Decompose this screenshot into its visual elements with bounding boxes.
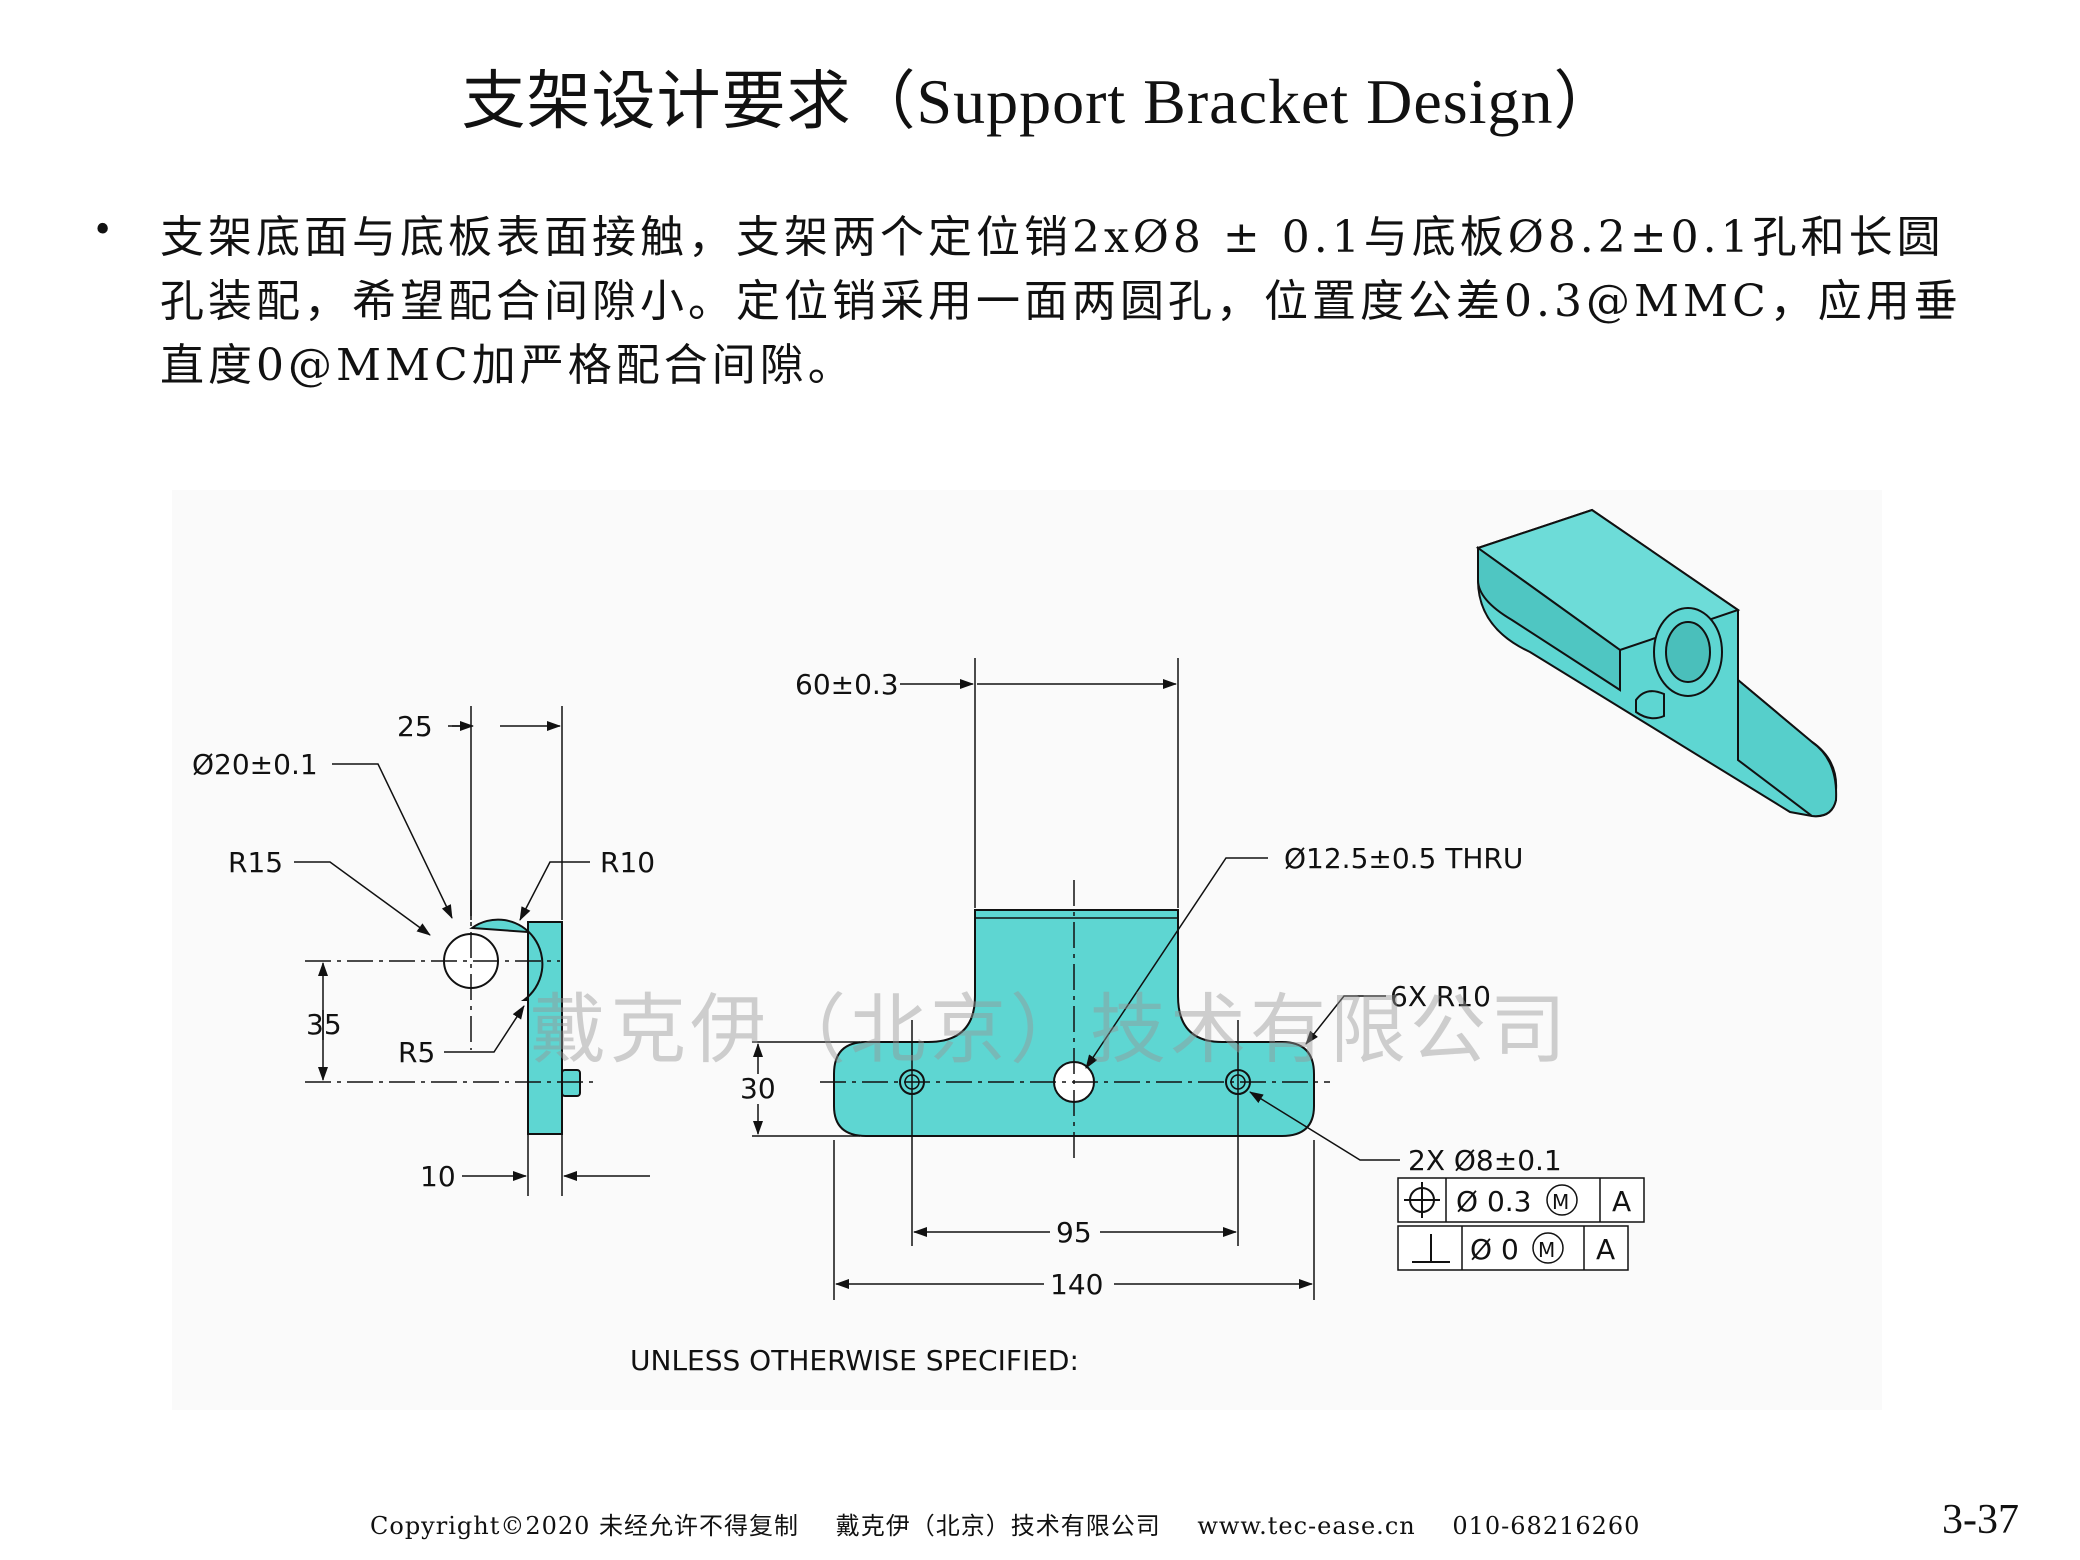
fcf-position: Ø 0.3 M A: [1397, 1177, 1645, 1223]
dim-60: 60±0.3: [795, 668, 899, 701]
perpendicularity-icon: [1412, 1234, 1450, 1263]
dim-30: 30: [740, 1072, 776, 1105]
side-view: 25 Ø20±0.1 R15 R10 35 R5 10: [192, 706, 655, 1196]
iso-front-face: [1477, 546, 1621, 692]
fcf1-tolerance: Ø 0.3: [1456, 1185, 1531, 1218]
front-view: 60±0.3 Ø12.5±0.5 THRU 6X R10 30 2X Ø8±0.…: [740, 658, 1645, 1301]
dim-35: 35: [306, 1008, 342, 1041]
isometric-view: [1475, 508, 1838, 818]
iso-pin: [1635, 690, 1665, 720]
side-view-boss: [469, 918, 544, 1001]
dim-140: 140: [1050, 1268, 1103, 1301]
dim-hole: Ø12.5±0.5 THRU: [1284, 842, 1523, 875]
footer: Copyright©2020 未经允许不得复制 戴克伊（北京）技术有限公司 ww…: [370, 1506, 1668, 1541]
iso-hole: [1665, 621, 1711, 683]
fcf2-tolerance: Ø 0: [1470, 1233, 1519, 1266]
dim-r5: R5: [398, 1036, 435, 1069]
mmc-modifier-icon: [1546, 1184, 1578, 1216]
requirement-paragraph: 支架底面与底板表面接触，支架两个定位销2xØ8 ± 0.1与底板Ø8.2±0.1…: [160, 212, 1962, 391]
iso-side-face: [1737, 677, 1838, 818]
footer-phone: 010-68216260: [1452, 1512, 1641, 1540]
fcf1-mmc: M: [1552, 1190, 1569, 1214]
fcf1-datum: A: [1612, 1185, 1631, 1218]
page-number: 3-37: [1942, 1497, 2019, 1543]
bullet-marker: •: [92, 210, 114, 251]
side-view-plate: [527, 921, 563, 1135]
dim-dia20: Ø20±0.1: [192, 748, 318, 781]
fcf-perpendicularity: Ø 0 M A: [1397, 1225, 1629, 1271]
position-icon: [1404, 1182, 1440, 1218]
page-title: 支架设计要求（Support Bracket Design）: [461, 66, 1619, 137]
drawing-note: UNLESS OTHERWISE SPECIFIED:: [630, 1344, 1079, 1377]
footer-company: 戴克伊（北京）技术有限公司: [835, 1512, 1161, 1540]
fcf2-mmc: M: [1538, 1238, 1555, 1262]
dim-10: 10: [420, 1160, 456, 1193]
dim-2x: 2X Ø8±0.1: [1408, 1144, 1562, 1177]
side-view-pin: [561, 1069, 581, 1097]
footer-website: www.tec-ease.cn: [1197, 1512, 1416, 1540]
dim-6xr10: 6X R10: [1390, 980, 1491, 1013]
footer-copyright: Copyright©2020 未经允许不得复制: [370, 1512, 800, 1540]
dim-95: 95: [1056, 1216, 1092, 1249]
fcf2-datum: A: [1596, 1233, 1615, 1266]
dim-25: 25: [397, 710, 433, 743]
watermark: 戴克伊（北京）技术有限公司: [530, 985, 1570, 1074]
dim-r15: R15: [228, 846, 283, 879]
dim-r10: R10: [600, 846, 655, 879]
mmc-modifier-icon: [1532, 1232, 1564, 1264]
